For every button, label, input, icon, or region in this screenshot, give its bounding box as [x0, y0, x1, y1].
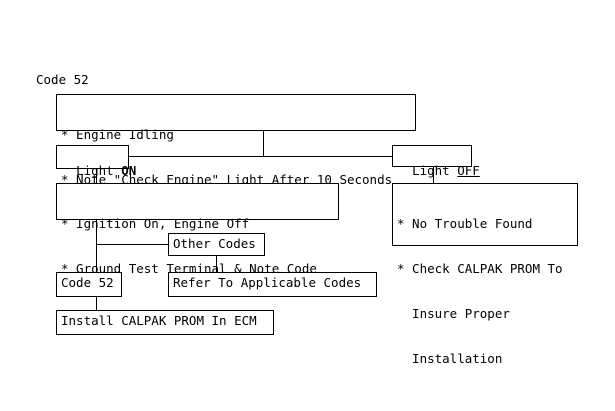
engine-idling-line-1: * Engine Idling [61, 127, 174, 142]
other-codes-box: Other Codes [168, 233, 265, 256]
code-52-box: Code 52 [56, 272, 122, 297]
light-on-box: Light ON [56, 145, 136, 178]
connector-to-other-codes [96, 244, 168, 245]
no-trouble-line-3: Insure Proper [397, 306, 510, 321]
light-on-prefix: Light [76, 163, 122, 178]
light-off-prefix: Light [412, 163, 458, 178]
connector-idle-to-branch [263, 131, 264, 157]
ignition-line-1: * Ignition On, Engine Off [61, 216, 250, 231]
no-trouble-line-2: * Check CALPAK PROM To [397, 261, 563, 276]
no-trouble-box: * No Trouble Found * Check CALPAK PROM T… [392, 183, 578, 366]
ignition-box: * Ignition On, Engine Off * Ground Test … [56, 183, 339, 276]
light-off-box: Light OFF [392, 145, 480, 178]
engine-idling-box: * Engine Idling * Note "Check Engine" Li… [56, 94, 416, 187]
light-on-state: ON [121, 163, 137, 178]
install-prom-box: Install CALPAK PROM In ECM [56, 310, 274, 335]
refer-codes-box: Refer To Applicable Codes [168, 272, 377, 297]
connector-on-off-horizontal [129, 156, 392, 157]
light-off-state: OFF [457, 163, 480, 178]
connector-other-to-refer [216, 256, 217, 272]
connector-off-to-notrouble [433, 167, 434, 183]
diagram-title: Code 52 [36, 72, 89, 87]
no-trouble-line-4: Installation [397, 351, 503, 366]
connector-on-to-ignition [96, 169, 97, 184]
no-trouble-line-1: * No Trouble Found [397, 216, 533, 231]
connector-ignition-vertical [96, 219, 97, 272]
connector-code52-to-install [96, 296, 97, 310]
